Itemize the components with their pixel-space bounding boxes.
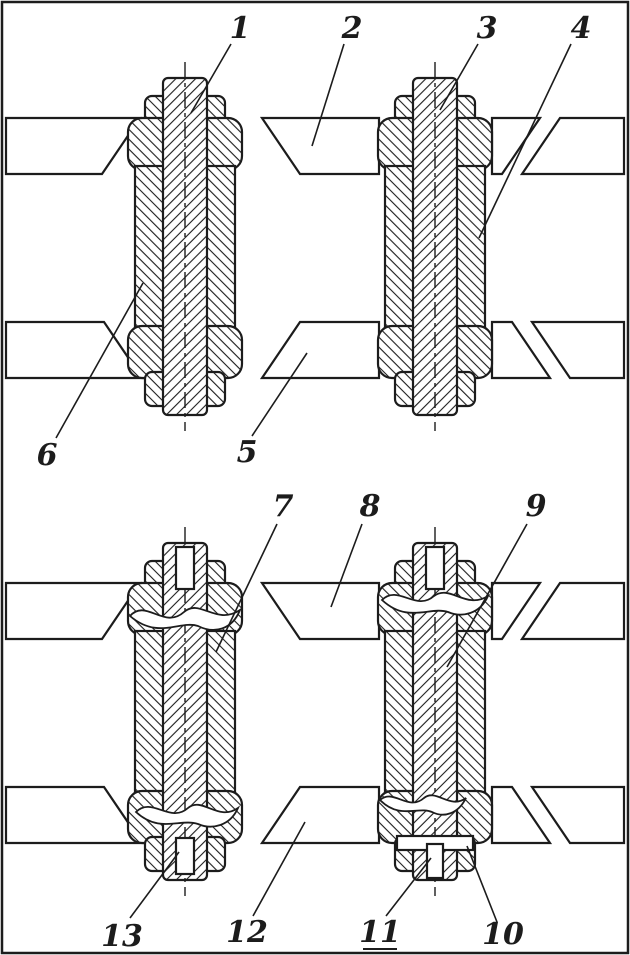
leader-line-1 <box>190 43 232 114</box>
break-line-bottom-left-lower <box>134 803 241 828</box>
pin-tail-slot-left <box>174 836 196 876</box>
callout-number-4: 4 <box>571 11 592 46</box>
joint-top-left <box>126 60 244 433</box>
pin-head-slot-left <box>174 545 196 591</box>
callout-2: 2 <box>311 11 363 147</box>
cotter-pin-right <box>425 842 445 880</box>
callout-number-12: 12 <box>226 915 268 950</box>
callout-number-8: 8 <box>359 489 381 524</box>
leader-line-2 <box>311 43 345 147</box>
callout-number-2: 2 <box>341 11 363 46</box>
callout-number-11: 11 <box>359 915 401 950</box>
pin-head-slot-right <box>424 545 446 591</box>
plates-bottom-section <box>4 581 626 845</box>
callout-number-3: 3 <box>477 11 498 46</box>
leader-line-10 <box>466 845 498 923</box>
callout-5: 5 <box>237 352 308 470</box>
leader-line-9 <box>446 523 528 668</box>
leader-line-5 <box>251 352 308 437</box>
leader-line-7 <box>215 523 278 653</box>
callout-number-10: 10 <box>482 917 524 952</box>
leader-line-11 <box>385 857 432 917</box>
break-line-bottom-right-upper <box>380 591 491 616</box>
callout-9: 9 <box>446 489 547 668</box>
callout-3: 3 <box>439 11 498 111</box>
callout-number-1: 1 <box>230 11 251 46</box>
leader-line-8 <box>330 523 363 608</box>
callout-6: 6 <box>37 282 144 473</box>
callout-8: 8 <box>330 489 381 608</box>
callout-number-7: 7 <box>273 489 294 524</box>
callout-11: 11 <box>359 857 432 950</box>
leader-line-3 <box>439 43 479 111</box>
callout-number-5: 5 <box>237 435 258 470</box>
break-line-bottom-left-upper <box>128 607 242 631</box>
break-line-bottom-right-lower <box>378 794 467 816</box>
leader-line-4 <box>478 43 572 239</box>
leader-line-6 <box>55 282 144 439</box>
callout-number-9: 9 <box>526 489 547 524</box>
plates-top-section <box>4 116 626 380</box>
leader-line-13 <box>129 851 180 919</box>
callout-number-13: 13 <box>101 919 143 954</box>
joint-top-right <box>376 60 494 433</box>
callout-1: 1 <box>190 11 251 114</box>
callout-10: 10 <box>466 845 524 952</box>
callout-4: 4 <box>478 11 592 239</box>
callout-13: 13 <box>101 851 180 954</box>
leader-line-12 <box>252 821 306 917</box>
callout-12: 12 <box>226 821 306 950</box>
callout-7: 7 <box>215 489 294 653</box>
callout-number-6: 6 <box>37 438 58 473</box>
